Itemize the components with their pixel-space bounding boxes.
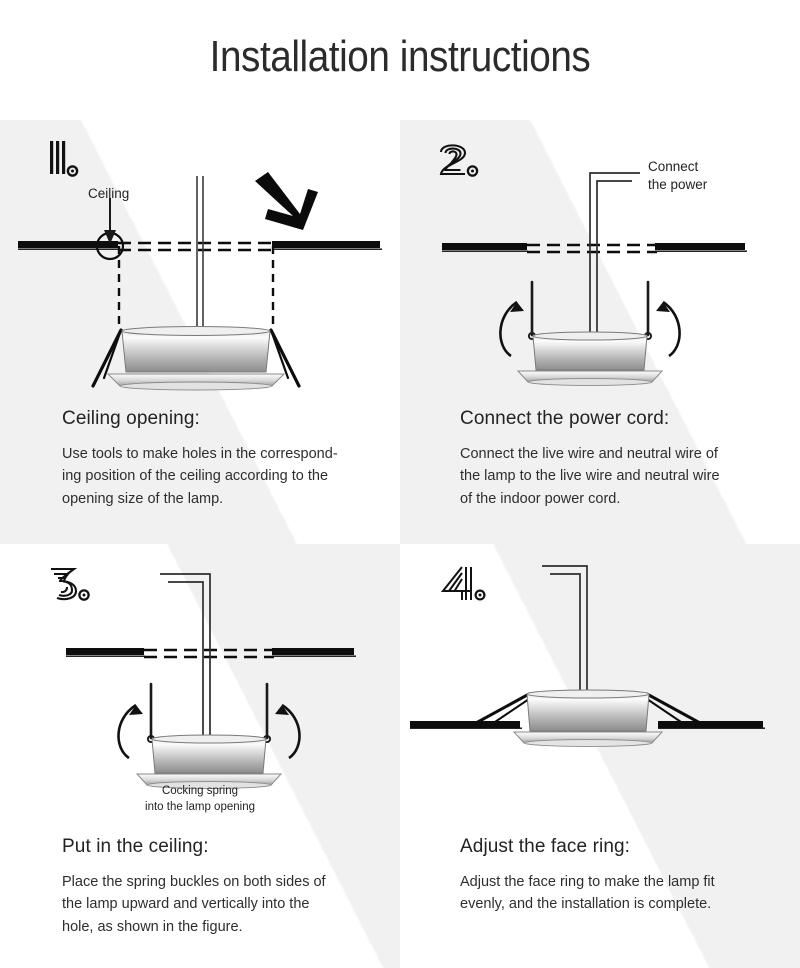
step-panel-4: Adjust the face ring: Adjust the face ri… [400, 544, 800, 968]
cocking-spring-callout-label: Cocking spring into the lamp opening [145, 785, 255, 813]
step-4-caption: Adjust the face ring: Adjust the face ri… [460, 836, 780, 916]
steps-grid: Ceiling Ceiling opening: Use tools to ma… [0, 120, 800, 968]
step-2-body: Connect the live wire and neutral wire o… [460, 446, 720, 507]
connect-power-callout-label: Connect the power [648, 159, 708, 192]
step-1-heading: Ceiling opening: [62, 408, 200, 429]
step-number-2-icon [439, 144, 479, 177]
step-panel-2: Connect the power Connect the power cord… [400, 120, 800, 544]
step-number-4-icon [440, 566, 486, 601]
step-4-heading: Adjust the face ring: [460, 836, 631, 857]
step-panel-3: Cocking spring into the lamp opening Put… [0, 544, 400, 968]
step-2-heading: Connect the power cord: [460, 408, 670, 429]
step-1-caption: Ceiling opening: Use tools to make holes… [62, 408, 382, 510]
step-2-caption: Connect the power cord: Connect the live… [460, 408, 780, 510]
step-number-3-icon [51, 567, 90, 601]
step-number-1-icon [50, 141, 79, 177]
step-4-body: Adjust the face ring to make the lamp fi… [460, 874, 715, 913]
step-3-caption: Put in the ceiling: Place the spring buc… [62, 836, 382, 938]
ceiling-callout-label: Ceiling [88, 186, 130, 201]
step-3-heading: Put in the ceiling: [62, 836, 209, 857]
step-panel-1: Ceiling Ceiling opening: Use tools to ma… [0, 120, 400, 544]
step-3-body: Place the spring buckles on both sides o… [62, 874, 326, 935]
page-title: Installation instructions [209, 32, 591, 81]
step-1-body: Use tools to make holes in the correspon… [62, 446, 338, 507]
